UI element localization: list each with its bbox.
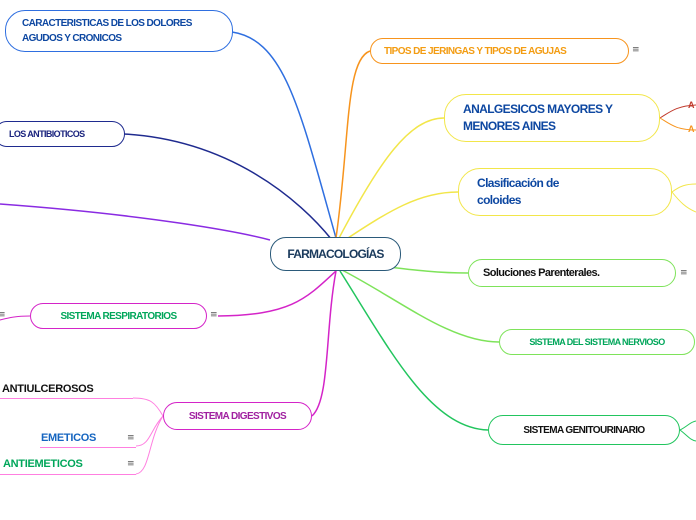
topic-digestivos-label: SISTEMA DIGESTIVOS: [188, 410, 287, 422]
topic-genitourinario[interactable]: SISTEMA GENITOURINARIO: [488, 415, 680, 445]
topic-respiratorios[interactable]: SISTEMA RESPIRATORIOS: [30, 303, 207, 329]
link-genitourinario-child2: [679, 429, 696, 442]
link-analgesicos: [337, 117, 445, 241]
analgesicos-child-2-fragment[interactable]: A: [688, 124, 695, 134]
emeticos-underline: [40, 447, 136, 448]
topic-parenterales[interactable]: Soluciones Parenterales.: [468, 259, 676, 287]
link-coloides: [341, 191, 459, 243]
topic-respiratorios-label: SISTEMA RESPIRATORIOS: [60, 310, 177, 322]
link-antiulcerosos: [132, 397, 164, 417]
topic-antibioticos-label: LOS ANTIBIOTICOS: [9, 129, 85, 139]
link-antiemeticos: [135, 415, 164, 475]
topic-coloides-label: Clasificación de coloides: [477, 176, 559, 207]
topic-parenterales-label: Soluciones Parenterales.: [483, 267, 600, 279]
topic-caracteristicas[interactable]: CARACTERISTICAS DE LOS DOLORES AGUDOS Y …: [5, 10, 233, 52]
topic-genitourinario-label: SISTEMA GENITOURINARIO: [523, 424, 645, 436]
antiemeticos-menu-icon[interactable]: ≡: [127, 459, 135, 469]
subtopic-antiemeticos[interactable]: ANTIEMETICOS: [3, 458, 83, 470]
topic-antibioticos[interactable]: LOS ANTIBIOTICOS: [0, 121, 125, 147]
topic-digestivos[interactable]: SISTEMA DIGESTIVOS: [163, 402, 312, 430]
topic-jeringas-label: TIPOS DE JERINGAS Y TIPOS DE AGUJAS: [384, 45, 567, 57]
link-analgesicos-child1: [659, 104, 696, 119]
topic-caracteristicas-label: CARACTERISTICAS DE LOS DOLORES AGUDOS Y …: [22, 18, 192, 44]
topic-nervioso-label: SISTEMA DEL SISTEMA NERVIOSO: [529, 337, 665, 347]
topic-nervioso[interactable]: SISTEMA DEL SISTEMA NERVIOSO: [499, 329, 695, 355]
parenterales-menu-icon[interactable]: ≡: [680, 268, 688, 278]
link-respiratorios-offscreen: [0, 315, 31, 321]
link-emeticos: [135, 415, 164, 447]
topic-analgesicos[interactable]: ANALGESICOS MAYORES Y MENORES AINES: [444, 94, 660, 142]
link-nervioso: [341, 269, 500, 343]
subtopic-emeticos[interactable]: EMETICOS: [41, 432, 97, 444]
respiratorios-menu-icon[interactable]: ≡: [210, 310, 218, 320]
link-digestivos: [311, 270, 337, 417]
central-topic[interactable]: FARMACOLOGÍAS: [270, 237, 401, 271]
topic-coloides[interactable]: Clasificación de coloides: [458, 168, 672, 216]
jeringas-menu-icon[interactable]: ≡: [632, 45, 640, 55]
link-analgesicos-child2: [659, 117, 696, 131]
emeticos-menu-icon[interactable]: ≡: [127, 433, 135, 443]
link-coloides-child1: [671, 183, 696, 193]
link-antibioticos: [123, 133, 333, 241]
link-caracteristicas: [231, 31, 337, 239]
central-topic-label: FARMACOLOGÍAS: [287, 247, 384, 261]
antiulcerosos-underline: [0, 398, 133, 399]
antiemeticos-underline: [0, 474, 136, 475]
link-offscreen-left: [0, 203, 271, 241]
offscreen-left-menu-icon[interactable]: ≡: [0, 310, 6, 320]
link-genitourinario-child1: [679, 420, 696, 431]
subtopic-antiulcerosos[interactable]: ANTIULCEROSOS: [2, 383, 94, 395]
link-genitourinario: [339, 270, 489, 431]
topic-jeringas[interactable]: TIPOS DE JERINGAS Y TIPOS DE AGUJAS: [370, 38, 629, 64]
link-coloides-child2: [671, 191, 696, 213]
link-respiratorios: [217, 270, 337, 317]
topic-analgesicos-label: ANALGESICOS MAYORES Y MENORES AINES: [463, 102, 613, 133]
link-jeringas: [335, 50, 371, 239]
analgesicos-child-1-fragment[interactable]: A: [688, 100, 695, 110]
